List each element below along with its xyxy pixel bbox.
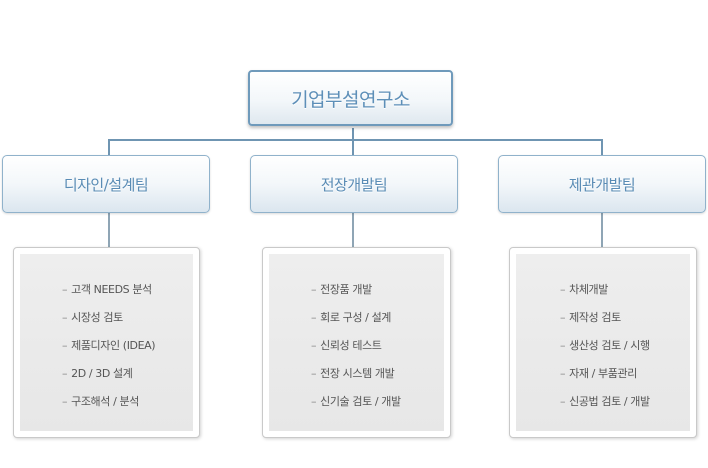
team-title: 제관개발팀 [568, 175, 636, 194]
connector-team-1 [108, 139, 110, 157]
team-node-body: 제관개발팀 [498, 155, 706, 213]
list-item: –전장 시스템 개발 [311, 367, 395, 380]
list-item: –제작성 검토 [560, 311, 621, 324]
task-list: –전장품 개발 –회로 구성 / 설계 –신뢰성 테스트 –전장 시스템 개발 … [269, 276, 444, 416]
list-item: –고객 NEEDS 분석 [62, 283, 152, 296]
list-item: –회로 구성 / 설계 [311, 311, 392, 324]
root-node: 기업부설연구소 [248, 70, 453, 126]
list-item: –전장품 개발 [311, 283, 372, 296]
list-item: –생산성 검토 / 시행 [560, 339, 650, 352]
task-box-design: –고객 NEEDS 분석 –시장성 검토 –제품디자인 (IDEA) –2D /… [13, 247, 200, 438]
list-item: –시장성 검토 [62, 311, 123, 324]
list-item: –신공법 검토 / 개발 [560, 395, 650, 408]
connector-root-down [352, 128, 354, 140]
list-item: –2D / 3D 설계 [62, 367, 133, 380]
team-node-design: 디자인/설계팀 [2, 155, 210, 213]
list-item: –신뢰성 테스트 [311, 339, 382, 352]
list-item: –신기술 검토 / 개발 [311, 395, 401, 408]
connector-tasks-2 [352, 213, 354, 249]
task-box-body: –차체개발 –제작성 검토 –생산성 검토 / 시행 –자재 / 부품관리 –신… [509, 247, 697, 438]
list-item: –차체개발 [560, 283, 608, 296]
connector-team-3 [601, 139, 603, 157]
team-node-electrical: 전장개발팀 [250, 155, 458, 213]
root-title: 기업부설연구소 [291, 88, 410, 111]
connector-team-2 [352, 139, 354, 157]
task-list: –고객 NEEDS 분석 –시장성 검토 –제품디자인 (IDEA) –2D /… [20, 276, 193, 416]
connector-tasks-1 [108, 213, 110, 249]
list-item: –제품디자인 (IDEA) [62, 339, 156, 352]
connector-tasks-3 [601, 213, 603, 249]
task-list: –차체개발 –제작성 검토 –생산성 검토 / 시행 –자재 / 부품관리 –신… [516, 276, 690, 416]
list-item: –구조해석 / 분석 [62, 395, 139, 408]
team-title: 전장개발팀 [320, 175, 388, 194]
team-title: 디자인/설계팀 [63, 175, 149, 194]
connector-horizontal [108, 139, 603, 141]
task-box-electrical: –전장품 개발 –회로 구성 / 설계 –신뢰성 테스트 –전장 시스템 개발 … [262, 247, 451, 438]
list-item: –자재 / 부품관리 [560, 367, 637, 380]
